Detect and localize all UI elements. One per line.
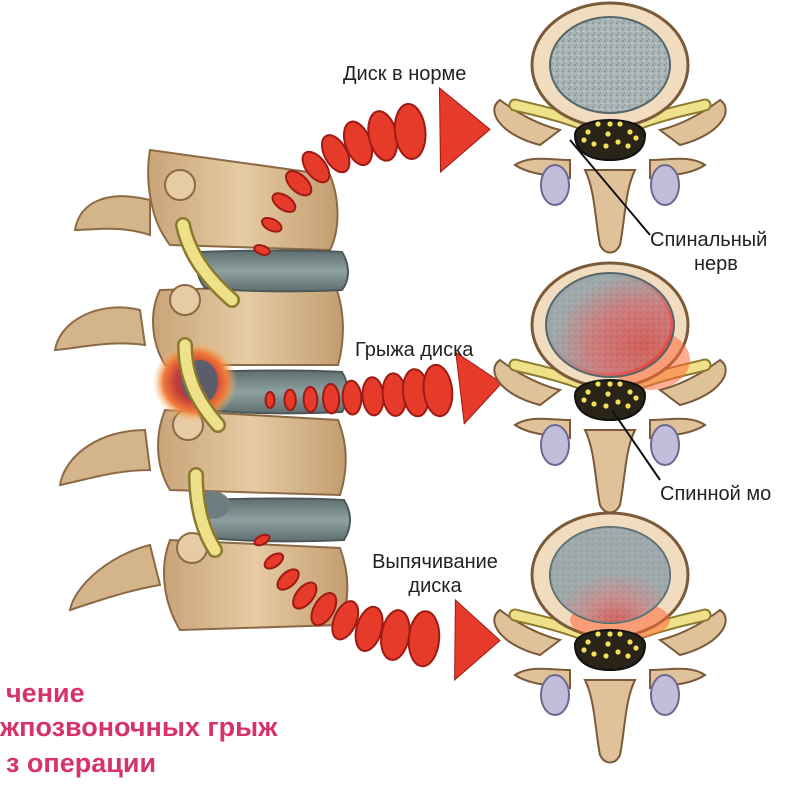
arrow-segment bbox=[322, 383, 341, 415]
spinal-nerve-pointer bbox=[569, 139, 651, 236]
spinal-cord bbox=[573, 379, 647, 422]
herniated-disc-cross-section bbox=[493, 261, 727, 514]
arrow-to-normal-disc bbox=[253, 86, 491, 256]
normal-disc-cross-section bbox=[493, 1, 727, 254]
arrow-segment bbox=[276, 568, 300, 591]
arrow-segment bbox=[253, 244, 271, 256]
arrow-head bbox=[438, 86, 491, 174]
arrow-segment bbox=[407, 610, 441, 668]
arrow-to-herniated-disc bbox=[264, 351, 503, 425]
arrow-segment bbox=[341, 379, 363, 416]
herniated-disc-label: Грыжа диска bbox=[355, 339, 474, 361]
normal-disc-label: Диск в норме bbox=[343, 63, 467, 85]
arrow-segment bbox=[283, 388, 297, 412]
promo-line-1: чение bbox=[6, 678, 85, 708]
arrow-segment bbox=[393, 103, 427, 160]
bulging-disc-label-line1: Выпячивание bbox=[372, 551, 498, 573]
arrow-segment bbox=[263, 552, 285, 570]
spinal-cord-pointer bbox=[611, 409, 661, 481]
spinal-nerve-label-line2: нерв bbox=[694, 253, 738, 275]
promo-line-3: з операции bbox=[6, 748, 157, 778]
arrow-segment bbox=[361, 376, 385, 417]
arrow-segment bbox=[285, 170, 313, 197]
arrow-segment bbox=[302, 385, 319, 413]
bulging-disc-label: Выпячивание диска bbox=[350, 550, 520, 598]
arrow-head bbox=[454, 598, 501, 682]
spinal-nerve-label: Спинальный нерв bbox=[650, 228, 800, 276]
arrow-segment bbox=[422, 363, 454, 418]
bulging-disc-cross-section bbox=[493, 511, 727, 764]
spinal-cord bbox=[573, 629, 647, 672]
arrow-segment bbox=[264, 391, 276, 409]
arrow-segment bbox=[331, 600, 360, 641]
promo-line-2: жпозвоночных грыж bbox=[0, 712, 278, 742]
arrow-segment bbox=[320, 134, 351, 174]
bulging-disc-label-line2: диска bbox=[408, 575, 462, 597]
arrow-segment bbox=[260, 216, 283, 233]
arrow-segment bbox=[301, 150, 331, 184]
arrow-segment bbox=[292, 581, 318, 610]
spinal-cord-label: Спинной мо bbox=[660, 483, 772, 505]
spinal-nerve-label-line1: Спинальный bbox=[650, 229, 768, 251]
arrow-segment bbox=[271, 192, 297, 213]
spinal-cord bbox=[573, 119, 647, 162]
arrow-segment bbox=[310, 592, 338, 627]
arrow-to-bulging-disc bbox=[253, 533, 501, 682]
arrow-segment bbox=[253, 533, 271, 547]
arrow-head bbox=[455, 351, 503, 425]
